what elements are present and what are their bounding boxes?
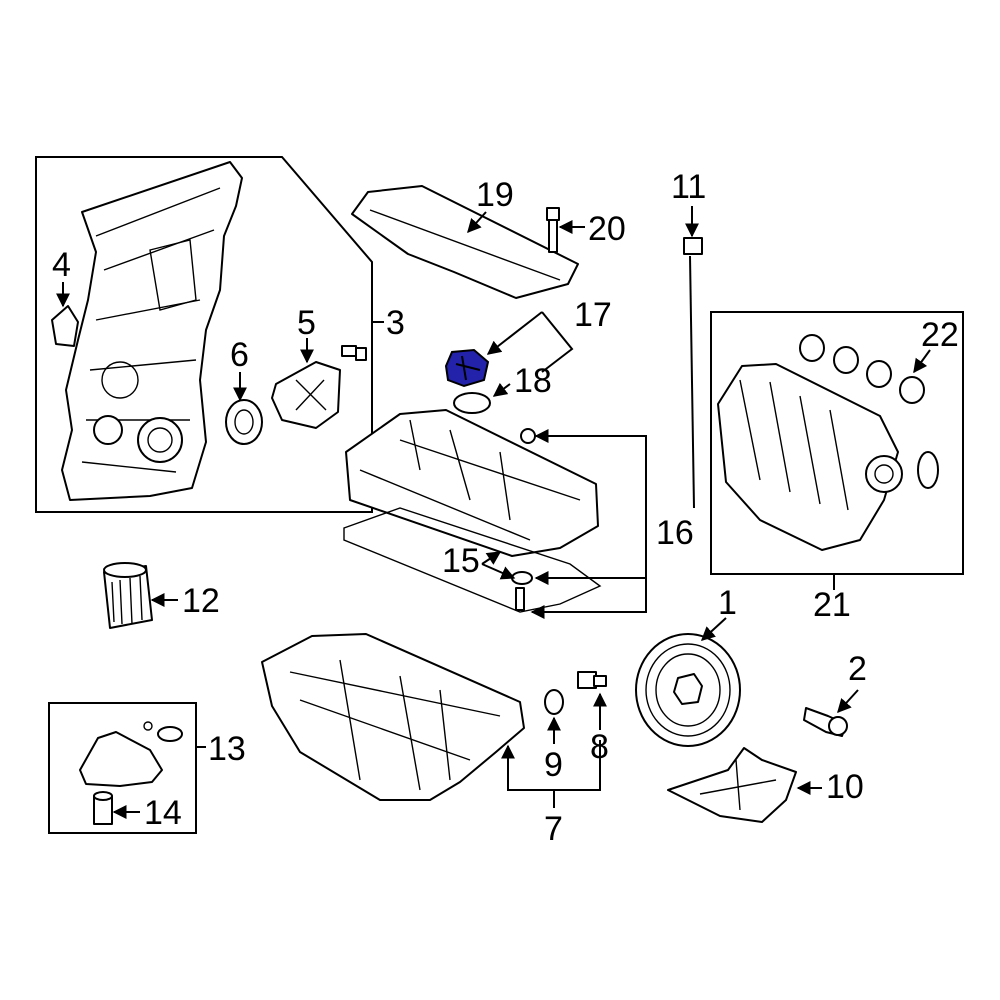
callout-18: 18 (514, 362, 552, 400)
oil-pan[interactable] (261, 633, 525, 801)
timing-cover[interactable] (61, 161, 243, 501)
callout-13: 13 (208, 730, 246, 768)
drain-plug[interactable] (577, 671, 607, 689)
crank-seal[interactable] (225, 399, 263, 445)
intake-manifold[interactable] (717, 363, 903, 551)
cover-bolt[interactable] (341, 345, 367, 361)
callout-22: 22 (921, 316, 959, 354)
filter-housing[interactable] (79, 721, 183, 787)
callout-17: 17 (574, 296, 612, 334)
callout-5: 5 (297, 304, 316, 342)
valve-cover-washer[interactable] (511, 571, 533, 585)
callout-12: 12 (182, 582, 220, 620)
callout-14: 14 (144, 794, 182, 832)
engine-cover[interactable] (351, 185, 579, 299)
callout-3: 3 (386, 304, 405, 342)
filter-housing-group-box (48, 702, 197, 834)
callout-labels: 1 2 3 4 5 6 7 8 9 10 11 12 13 14 15 16 1… (52, 168, 959, 848)
filler-cap-seal[interactable] (453, 392, 491, 414)
cover-gasket[interactable] (51, 305, 79, 347)
drain-washer[interactable] (544, 689, 564, 715)
callout-9: 9 (544, 746, 563, 784)
valve-cover[interactable] (345, 409, 599, 557)
callout-1: 1 (718, 584, 737, 622)
callout-20: 20 (588, 210, 626, 248)
callout-4: 4 (52, 246, 71, 284)
leader-lines (56, 206, 931, 819)
callout-2: 2 (848, 650, 867, 688)
oil-filler-cap-shape[interactable] (444, 348, 490, 388)
dipstick[interactable] (683, 237, 703, 509)
oil-filler-cap[interactable] (444, 348, 490, 388)
timing-cover-group-box (35, 156, 373, 513)
callout-16: 16 (656, 514, 694, 552)
callout-8: 8 (590, 728, 609, 766)
callout-7: 7 (544, 810, 563, 848)
callout-21: 21 (813, 586, 851, 624)
oil-filter[interactable] (103, 562, 153, 629)
cover-stud[interactable] (546, 207, 560, 253)
valve-cover-gasket[interactable] (343, 507, 602, 613)
callout-10: 10 (826, 768, 864, 806)
filter-element[interactable] (93, 791, 113, 825)
intake-gaskets[interactable] (799, 334, 939, 489)
splash-shield[interactable] (667, 747, 797, 823)
pump-cover[interactable] (271, 361, 341, 429)
callout-11: 11 (671, 168, 706, 206)
callout-19: 19 (476, 176, 514, 214)
callout-15: 15 (442, 542, 480, 580)
intake-manifold-group-box (710, 311, 964, 575)
pulley-bolt[interactable] (803, 707, 848, 737)
callout-6: 6 (230, 336, 249, 374)
valve-cover-bolt[interactable] (515, 587, 525, 611)
crank-pulley[interactable] (635, 633, 741, 747)
